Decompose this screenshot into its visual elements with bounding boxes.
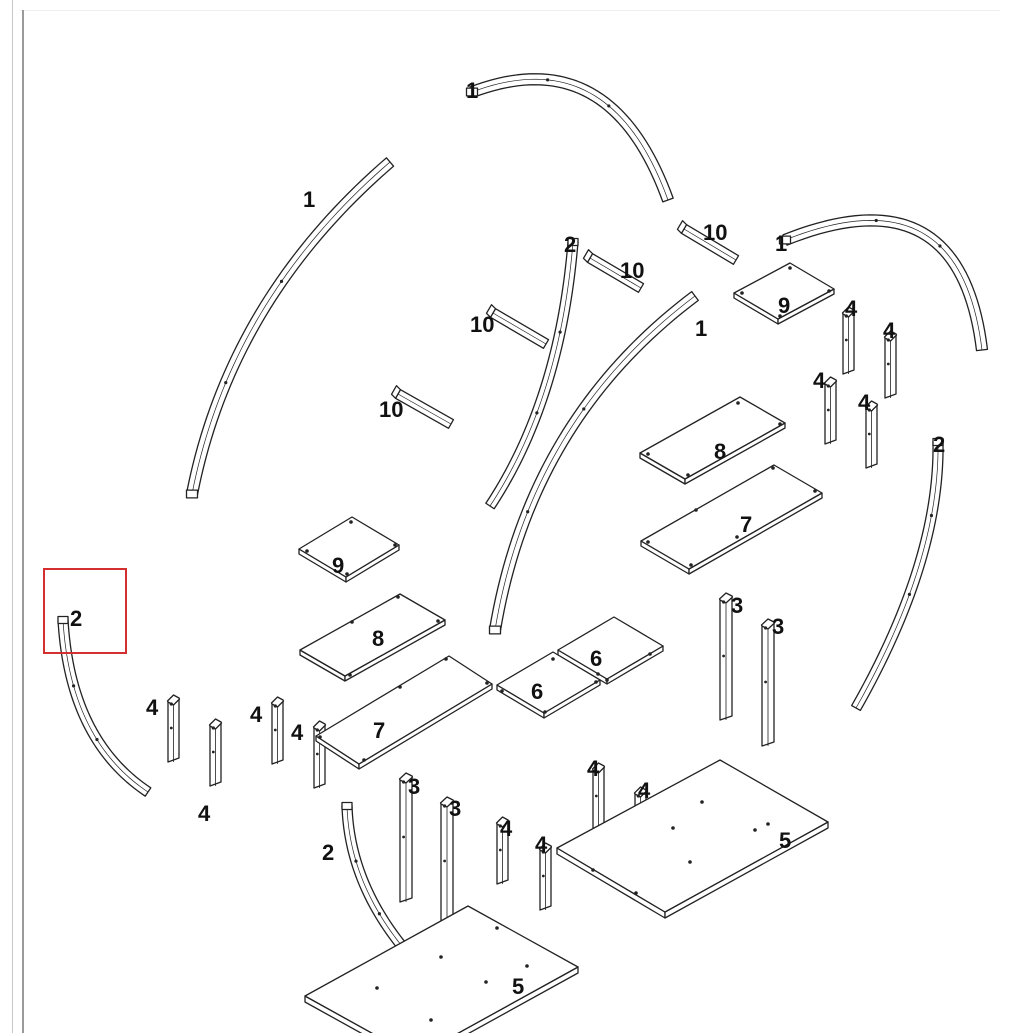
part-number-label: 7 <box>740 512 752 537</box>
short-leg-part-4 <box>823 376 838 445</box>
part-number-label: 10 <box>703 220 727 245</box>
part-number-label: 3 <box>731 593 743 618</box>
part-number-label: 4 <box>813 368 826 393</box>
crossbar-part-10 <box>390 384 455 430</box>
curved-post-part-2 <box>57 615 152 797</box>
square-panel-part-9 <box>733 262 835 325</box>
part-number-label: 4 <box>845 296 858 321</box>
part-number-label: 10 <box>620 258 644 283</box>
short-leg-part-4 <box>841 306 856 375</box>
part-number-label: 2 <box>564 232 576 257</box>
short-leg-part-4 <box>166 694 181 763</box>
crossbar-part-10 <box>676 220 740 265</box>
part-number-label: 1 <box>695 316 707 341</box>
part-number-label: 4 <box>198 801 211 826</box>
part-number-label: 3 <box>772 614 784 639</box>
part-number-label: 3 <box>449 796 461 821</box>
part-number-label: 5 <box>512 974 524 999</box>
part-number-label: 6 <box>531 679 543 704</box>
tall-post-part-3 <box>398 772 414 903</box>
part-number-label: 4 <box>291 720 304 745</box>
part-number-label: 4 <box>535 832 548 857</box>
short-leg-part-4 <box>208 718 223 787</box>
part-number-label: 8 <box>714 439 726 464</box>
top-border <box>20 0 1000 11</box>
arch-part-1 <box>778 214 989 352</box>
arch-part-1 <box>185 157 395 499</box>
document-left-border <box>22 10 24 1033</box>
part-number-label: 10 <box>379 397 403 422</box>
square-panel-part-9 <box>298 516 400 583</box>
part-number-label: 2 <box>933 432 945 457</box>
part-number-label: 6 <box>590 646 602 671</box>
arch-part-1 <box>465 73 674 203</box>
part-number-label: 4 <box>883 318 896 343</box>
highlight-box <box>43 568 127 654</box>
part-number-label: 3 <box>408 774 420 799</box>
part-number-label: 1 <box>775 231 787 256</box>
tall-post-part-3 <box>718 592 734 721</box>
small-panel-part-6 <box>496 651 601 719</box>
part-number-label: 4 <box>146 695 159 720</box>
short-leg-part-4 <box>270 696 285 765</box>
part-number-label: 4 <box>500 816 513 841</box>
short-leg-part-4 <box>864 400 879 469</box>
base-panel-part-5 <box>304 905 579 1033</box>
short-leg-part-4 <box>591 762 606 831</box>
part-number-label: 4 <box>858 390 871 415</box>
short-leg-part-4 <box>538 842 553 911</box>
part-number-label: 1 <box>303 187 315 212</box>
window-left-edge <box>12 0 13 1033</box>
part-number-label: 10 <box>470 312 494 337</box>
arch-part-1 <box>488 290 699 635</box>
part-number-label: 4 <box>638 778 651 803</box>
part-number-label: 4 <box>250 702 263 727</box>
curved-post-part-2 <box>851 437 944 712</box>
part-number-label: 4 <box>587 756 600 781</box>
short-leg-part-4 <box>883 330 898 399</box>
part-number-label: 7 <box>373 718 385 743</box>
base-panel-part-5 <box>556 759 829 919</box>
crossbar-part-10 <box>582 249 645 293</box>
part-number-label: 1 <box>466 78 478 103</box>
tall-post-part-3 <box>760 618 776 747</box>
small-panel-part-6 <box>555 616 664 685</box>
part-number-label: 9 <box>778 293 790 318</box>
long-shelf-part-7 <box>640 464 823 575</box>
part-number-label: 2 <box>322 840 334 865</box>
shelf-part-8 <box>639 396 786 485</box>
long-shelf-part-7 <box>315 655 493 770</box>
shelf-part-8 <box>299 593 446 682</box>
part-number-label: 8 <box>372 626 384 651</box>
crossbar-part-10 <box>485 304 550 349</box>
part-number-label: 5 <box>779 828 791 853</box>
curved-post-part-2 <box>485 237 579 510</box>
part-number-label: 2 <box>70 606 82 631</box>
short-leg-part-4 <box>495 816 510 885</box>
part-number-label: 9 <box>332 553 344 578</box>
